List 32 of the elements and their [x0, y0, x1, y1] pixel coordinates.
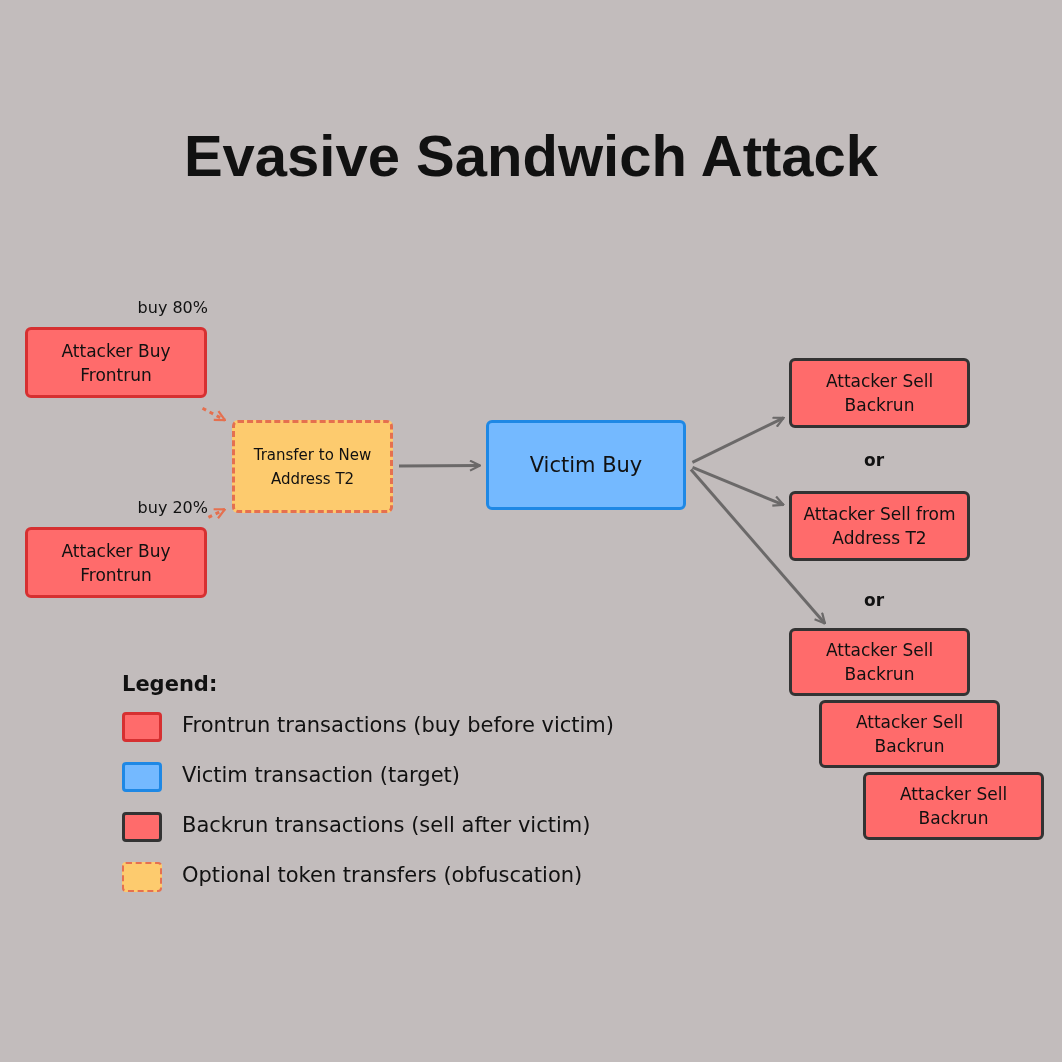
box-label: Attacker Sell from Address T2: [802, 503, 957, 550]
arrow: [689, 468, 827, 625]
backrun-box: [863, 772, 1044, 840]
victim-box: [486, 420, 686, 510]
amount-label: buy 80%: [137, 297, 208, 319]
box-label: Attacker Buy Frontrun: [60, 539, 172, 587]
arrow: [691, 416, 785, 464]
backrun-box: [789, 358, 970, 428]
box-label: Attacker Sell Backrun: [898, 783, 1009, 830]
box-label: Attacker Buy Frontrun: [60, 339, 172, 387]
diagram-title: Evasive Sandwich Attack: [182, 122, 880, 189]
box-label: Victim Buy: [529, 453, 643, 477]
or-label: or: [864, 450, 885, 470]
legend-heading: Legend:: [122, 672, 218, 696]
arrow: [399, 459, 482, 472]
legend-text: Backrun transactions (sell after victim): [182, 813, 591, 837]
legend-text: Victim transaction (target): [182, 763, 461, 787]
amount-label: buy 20%: [137, 497, 208, 519]
box-label: Attacker Sell Backrun: [824, 639, 935, 686]
backrun-box: [789, 628, 970, 696]
or-label: or: [864, 590, 885, 610]
transfer-box: [232, 420, 393, 513]
box-label: Attacker Sell Backrun: [854, 711, 965, 758]
box-label: Attacker Sell Backrun: [824, 370, 935, 417]
backrun-box: [819, 700, 1000, 768]
backrun-box: [789, 491, 970, 561]
arrow: [691, 465, 785, 507]
box-label: Transfer to New Address T2: [252, 444, 373, 490]
arrow: [201, 406, 227, 422]
arrow: [207, 508, 226, 520]
legend-text: Optional token transfers (obfuscation): [182, 863, 583, 887]
legend-text: Frontrun transactions (buy before victim): [182, 713, 614, 737]
